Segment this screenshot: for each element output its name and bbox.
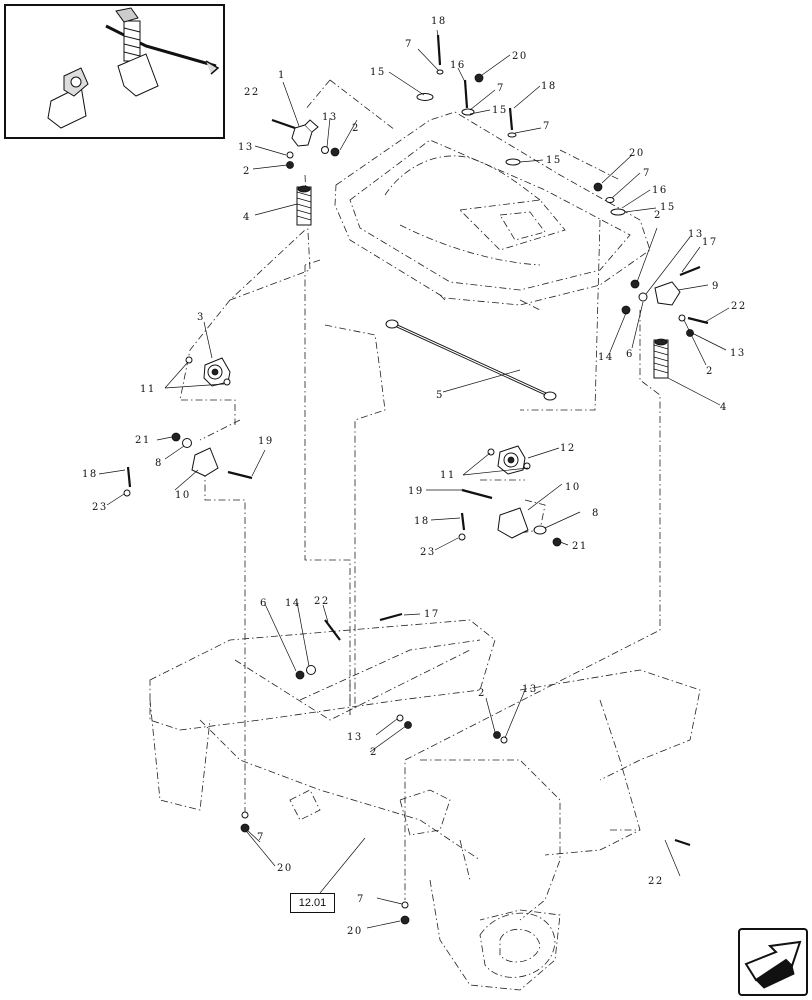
callout-13: 13 (688, 229, 704, 240)
callout-7: 7 (543, 121, 551, 132)
callout-14: 14 (285, 598, 301, 609)
callout-13: 13 (347, 732, 363, 743)
callout-7: 7 (357, 894, 365, 905)
callout-20: 20 (512, 51, 528, 62)
callout-15: 15 (660, 202, 676, 213)
callout-22: 22 (648, 876, 664, 887)
callout-labels: 1 2 2 2 2 2 2 3 4 4 5 6 6 7 7 7 7 7 7 8 … (82, 16, 747, 937)
mount-bracket-left (191, 447, 219, 477)
callout-13: 13 (322, 112, 338, 123)
callout-7: 7 (405, 39, 413, 50)
callout-4: 4 (720, 402, 728, 413)
callout-13: 13 (522, 684, 538, 695)
parts (123, 34, 709, 925)
upper-platform-frame (304, 79, 651, 311)
shock-absorber-right (653, 338, 669, 379)
callout-8: 8 (592, 508, 600, 519)
callout-18: 18 (541, 81, 557, 92)
callout-2: 2 (654, 210, 662, 221)
callout-5: 5 (436, 390, 444, 401)
stabilizer-rod (385, 319, 557, 401)
lower-chassis-frame (149, 619, 701, 991)
callout-13: 13 (238, 142, 254, 153)
callout-9: 9 (712, 281, 720, 292)
callout-16: 16 (652, 185, 668, 196)
assembly-guide-lines (179, 174, 661, 900)
callout-12: 12 (560, 443, 576, 454)
callout-14: 14 (598, 352, 614, 363)
callout-18: 18 (431, 16, 447, 27)
callout-3: 3 (197, 312, 205, 323)
callout-22: 22 (731, 301, 747, 312)
callout-7: 7 (257, 832, 265, 843)
callout-6: 6 (260, 598, 268, 609)
callout-15: 15 (546, 155, 562, 166)
rubber-isolator-left (203, 357, 231, 387)
callout-18: 18 (82, 469, 98, 480)
callout-7: 7 (497, 83, 505, 94)
mount-bracket-9 (654, 281, 681, 306)
callout-20: 20 (347, 926, 363, 937)
callout-2: 2 (706, 366, 714, 377)
callout-13: 13 (730, 348, 746, 359)
bolts (126, 34, 709, 847)
location-inset-thumbnail (4, 4, 225, 139)
callout-19: 19 (258, 436, 274, 447)
callout-20: 20 (277, 863, 293, 874)
callout-17: 17 (702, 237, 718, 248)
callout-22: 22 (244, 87, 260, 98)
shock-absorber-left (296, 185, 312, 226)
inset-drawing (47, 7, 220, 129)
callout-23: 23 (420, 547, 436, 558)
callout-6: 6 (626, 349, 634, 360)
callout-7: 7 (643, 168, 651, 179)
callout-21: 21 (572, 541, 588, 552)
callout-4: 4 (243, 212, 251, 223)
callout-18: 18 (414, 516, 430, 527)
callout-22: 22 (314, 596, 330, 607)
nuts-and-washers (123, 69, 694, 925)
callout-19: 19 (408, 486, 424, 497)
callout-2: 2 (352, 123, 360, 134)
callout-15: 15 (492, 105, 508, 116)
callout-10: 10 (565, 482, 581, 493)
callout-1: 1 (278, 70, 286, 81)
callout-10: 10 (175, 490, 191, 501)
callout-21: 21 (135, 435, 151, 446)
callout-2: 2 (478, 688, 486, 699)
callout-15: 15 (370, 67, 386, 78)
callout-11: 11 (140, 384, 156, 395)
callout-2: 2 (370, 747, 378, 758)
callout-11: 11 (440, 470, 456, 481)
callout-23: 23 (92, 502, 108, 513)
callout-16: 16 (450, 60, 466, 71)
callout-8: 8 (155, 458, 163, 469)
next-page-arrow-icon[interactable] (738, 928, 808, 996)
callout-20: 20 (629, 148, 645, 159)
leader-lines (98, 29, 730, 929)
callout-17: 17 (424, 609, 440, 620)
section-reference-label[interactable]: 12.01 (290, 893, 335, 913)
rubber-isolator-right (497, 445, 526, 475)
mount-bracket-right (497, 507, 529, 539)
callout-2: 2 (243, 166, 251, 177)
